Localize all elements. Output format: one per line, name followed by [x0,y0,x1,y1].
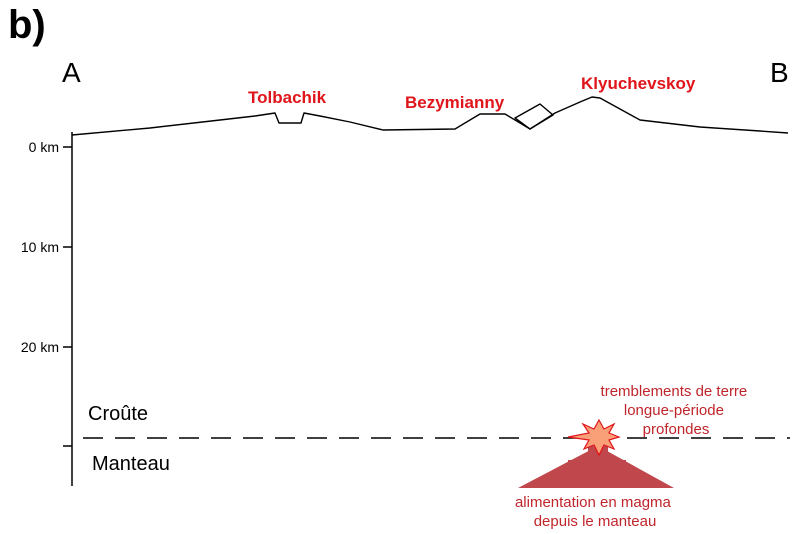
section-end-label: B [770,57,789,88]
depth-label-10: 10 km [21,239,59,255]
section-start-label: A [62,57,81,88]
depth-label-0: 0 km [29,139,59,155]
magma-annotation-line-2: depuis le manteau [534,513,657,530]
layer-label-mantle: Manteau [92,453,170,475]
volcano-label-klyuchevskoy: Klyuchevskoy [581,74,696,93]
volcano-label-bezymianny: Bezymianny [405,93,505,112]
earthquake-annotation-line-1: tremblements de terre [601,383,748,400]
panel-label: b) [8,3,46,47]
depth-label-20: 20 km [21,339,59,355]
earthquake-burst-icon [567,418,621,457]
topography-profile [71,96,789,136]
volcano-label-tolbachik: Tolbachik [248,88,327,107]
earthquake-annotation-line-3: profondes [643,421,710,438]
bezymianny-crater [514,103,554,130]
magma-annotation-line-1: alimentation en magma [515,494,672,511]
earthquake-annotation: tremblements de terre longue-période pro… [601,383,752,438]
magma-annotation: alimentation en magma depuis le manteau [515,494,675,530]
earthquake-annotation-line-2: longue-période [624,402,724,419]
magma-supply-arrow-body [518,446,674,488]
layer-label-crust: Croûte [88,403,148,425]
